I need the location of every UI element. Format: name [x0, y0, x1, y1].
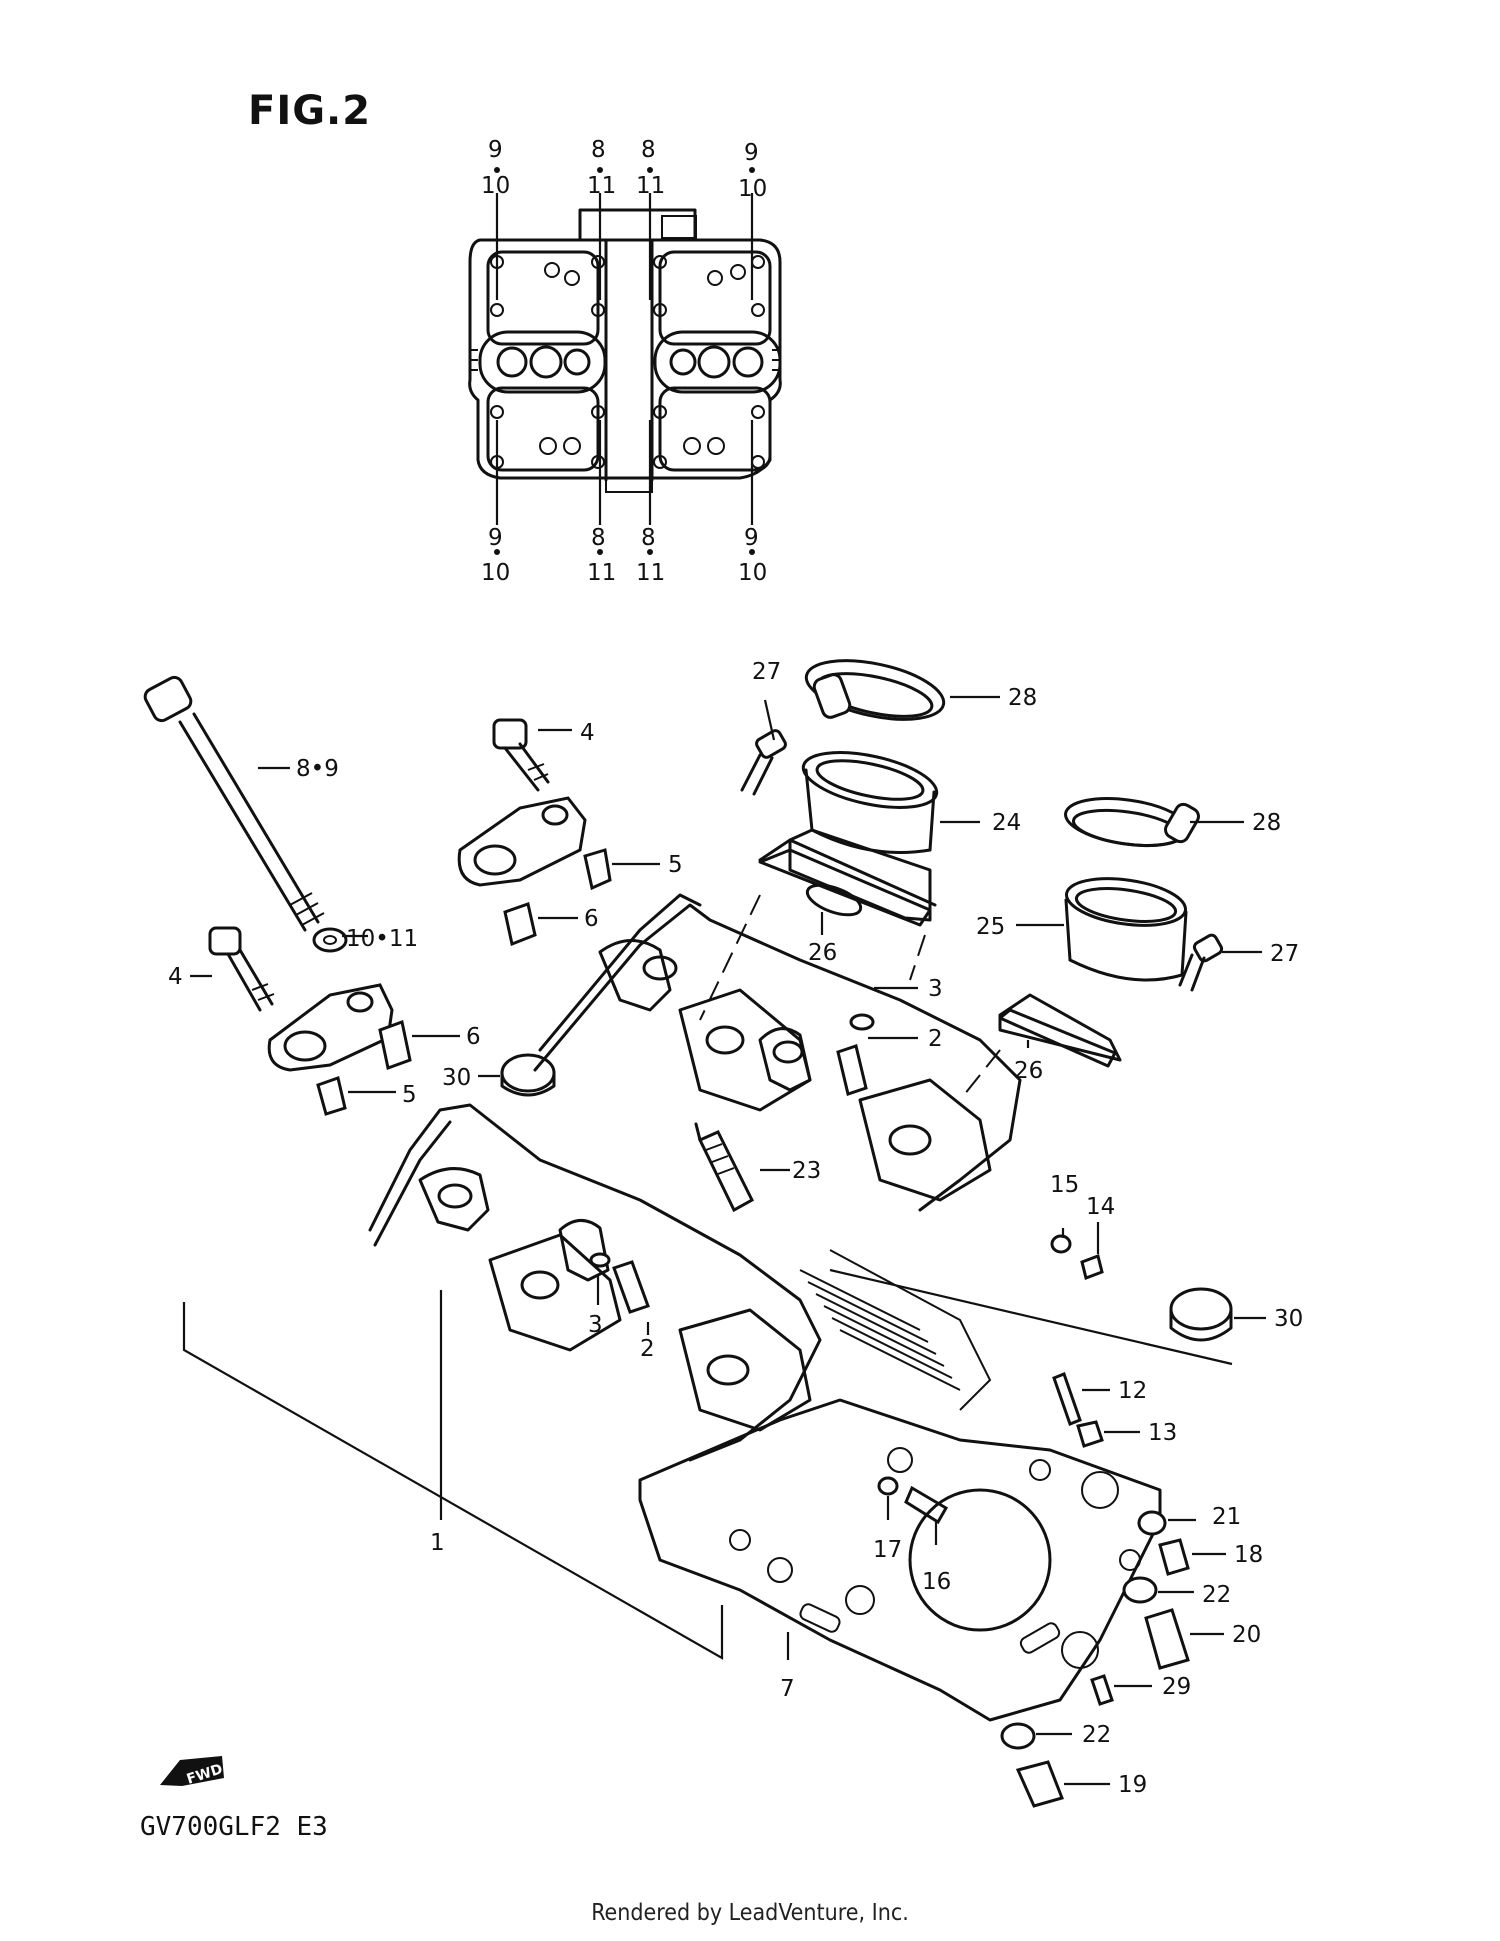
washer-17: [877, 1476, 899, 1496]
label-top-left-a: 9: [488, 137, 503, 163]
callout-4-upper: 4: [580, 720, 595, 746]
callout-18: 18: [1234, 1542, 1263, 1568]
callout-3-rear: 3: [928, 976, 943, 1002]
spark-plug: [694, 1122, 754, 1213]
intake-bolt-lower: [1178, 933, 1224, 992]
callout-19: 19: [1118, 1772, 1147, 1798]
cam-cap-upper: [457, 796, 587, 887]
callout-8-9: 8•9: [296, 756, 339, 782]
label-top-mid1-a: 8: [591, 137, 606, 163]
plug-30-right: [1169, 1287, 1233, 1331]
footer-credit: Rendered by LeadVenture, Inc.: [591, 1900, 909, 1926]
callout-6-lower: 6: [466, 1024, 481, 1050]
callouts: 8•9 10•11 4 5 6 4 6 5 30 27 28 24 28 25 …: [168, 659, 1303, 1798]
label-top-mid2-b: 11: [636, 173, 665, 199]
bolt-16: [904, 1485, 949, 1525]
model-code: GV700GLF2 E3: [140, 1812, 328, 1842]
stud-12: [1052, 1372, 1082, 1426]
callout-26-lower: 26: [1014, 1058, 1043, 1084]
callout-5-upper: 5: [668, 852, 683, 878]
callout-25: 25: [976, 914, 1005, 940]
head-bolt: [143, 675, 325, 932]
dowel-20: [1144, 1608, 1190, 1670]
intake-gasket-lower: [998, 1008, 1117, 1068]
dowel-5-upper: [583, 848, 612, 891]
callout-29: 29: [1162, 1674, 1191, 1700]
intake-pipe-lower: [998, 797, 1200, 1062]
intake-pipe-upper: [758, 659, 946, 922]
callout-6-upper: 6: [584, 906, 599, 932]
callout-12: 12: [1118, 1378, 1147, 1404]
callout-27-upper: 27: [752, 659, 781, 685]
callout-10-11: 10•11: [346, 926, 418, 952]
callout-30-left: 30: [442, 1065, 471, 1091]
callout-3-front: 3: [588, 1312, 603, 1338]
callout-1: 1: [430, 1530, 445, 1556]
label-bot-mid2-b: 11: [636, 560, 665, 586]
callout-5-lower: 5: [402, 1082, 417, 1108]
callout-26-upper: 26: [808, 940, 837, 966]
oring-22-upper: [1122, 1576, 1158, 1604]
cam-cap-lower: [267, 983, 394, 1072]
dowel-29: [1090, 1674, 1114, 1706]
label-bot-left-a: 9: [488, 525, 503, 551]
dowel-18: [1158, 1538, 1190, 1576]
plug-30-left: [500, 1053, 556, 1093]
dowel-6-upper: [503, 902, 537, 947]
callout-4-lower: 4: [168, 964, 183, 990]
dowel-19: [1015, 1760, 1064, 1808]
callout-23: 23: [792, 1158, 821, 1184]
label-bot-right-a: 9: [744, 525, 759, 551]
top-view-head: 9 10 8 11 8 11 9 10 9 10 8 11 8 11 9 10: [468, 137, 782, 586]
label-bot-mid2-a: 8: [641, 525, 656, 551]
label-top-mid2-a: 8: [641, 137, 656, 163]
figure-title: FIG.2: [248, 88, 372, 134]
cam-cap-bolt-upper: [492, 718, 550, 792]
washer-15: [1050, 1234, 1072, 1254]
oring-21: [1137, 1510, 1167, 1536]
intake-gasket-upper: [758, 848, 932, 927]
label-bot-left-b: 10: [481, 560, 510, 586]
label-top-right-b: 10: [738, 176, 767, 202]
cam-cap-bolt-lower: [208, 926, 275, 1012]
dowel-5-lower: [316, 1076, 347, 1116]
fwd-arrow-icon: FWD: [160, 1756, 225, 1788]
callout-28-upper: 28: [1008, 685, 1037, 711]
callout-24: 24: [992, 810, 1021, 836]
shim-3-front: [589, 1252, 611, 1268]
callout-22-upper: 22: [1202, 1582, 1231, 1608]
callout-21: 21: [1212, 1504, 1241, 1530]
tappet-2-front: [612, 1260, 650, 1314]
callout-30-right: 30: [1274, 1306, 1303, 1332]
nut-13: [1076, 1420, 1104, 1448]
callout-2-rear: 2: [928, 1026, 943, 1052]
callout-20: 20: [1232, 1622, 1261, 1648]
callout-16: 16: [922, 1569, 951, 1595]
callout-28-lower: 28: [1252, 810, 1281, 836]
tappet-2-rear: [836, 1044, 868, 1096]
callout-27-lower: 27: [1270, 941, 1299, 967]
label-bot-mid1-a: 8: [591, 525, 606, 551]
dowel-6-lower: [378, 1019, 412, 1071]
shim-3-rear: [849, 1013, 875, 1031]
head-gasket: [638, 1398, 1162, 1722]
callout-7: 7: [780, 1676, 795, 1702]
callout-17: 17: [873, 1537, 902, 1563]
washer: [312, 927, 348, 953]
label-top-right-a: 9: [744, 140, 759, 166]
callout-22-lower: 22: [1082, 1722, 1111, 1748]
callout-14: 14: [1086, 1194, 1115, 1220]
label-top-mid1-b: 11: [587, 173, 616, 199]
label-bot-right-b: 10: [738, 560, 767, 586]
callout-13: 13: [1148, 1420, 1177, 1446]
callout-15: 15: [1050, 1172, 1079, 1198]
label-top-left-b: 10: [481, 173, 510, 199]
callout-2-front: 2: [640, 1336, 655, 1362]
label-bot-mid1-b: 11: [587, 560, 616, 586]
bolt-14: [1080, 1254, 1104, 1280]
intake-bolt-upper: [740, 729, 787, 796]
exploded-view: [143, 659, 1233, 1808]
oring-22-lower: [1000, 1722, 1036, 1750]
